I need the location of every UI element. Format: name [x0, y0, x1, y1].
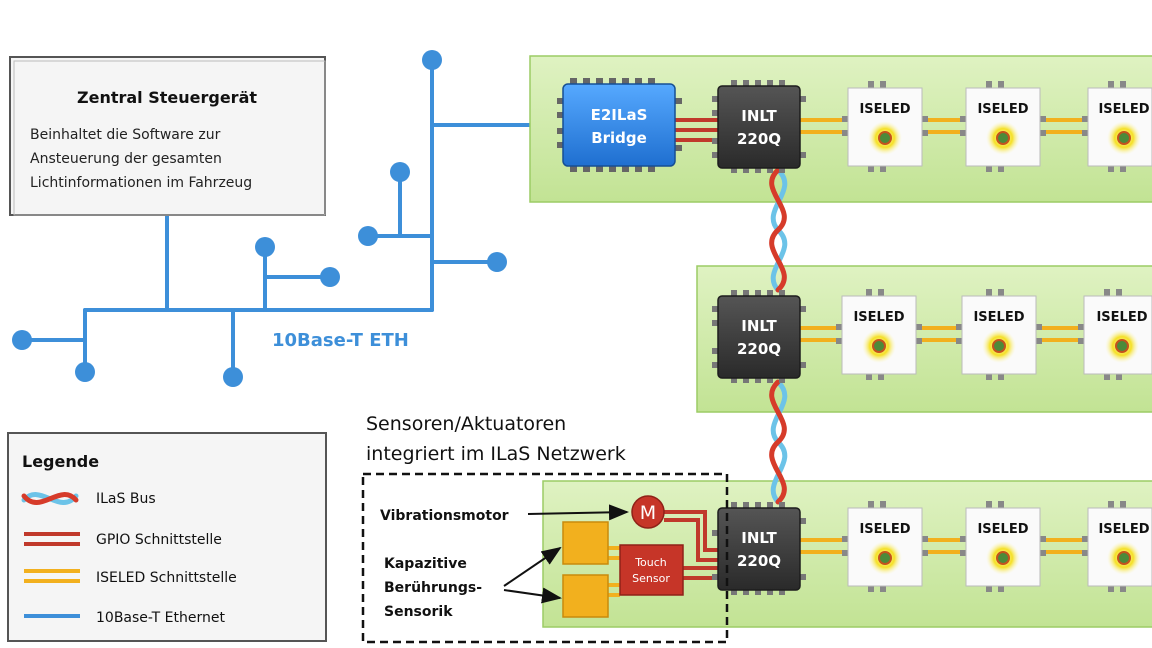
capacitive-label: Berührungs-	[384, 580, 482, 596]
inlt-controller-chip: INLT 220Q	[712, 290, 806, 383]
legend-label: GPIO Schnittstelle	[96, 532, 222, 548]
iseled-label: ISELED	[859, 102, 910, 117]
legend-label: ILaS Bus	[96, 491, 156, 507]
iseled-label: ISELED	[1098, 102, 1149, 117]
touch-label: Sensor	[632, 572, 670, 585]
iseled-module: ISELED	[836, 289, 922, 380]
iseled-module: ISELED	[1082, 501, 1152, 592]
sensor-section-title: integriert im ILaS Netzwerk	[366, 443, 626, 465]
iseled-label: ISELED	[1096, 310, 1147, 325]
capacitive-label: Kapazitive	[384, 556, 467, 572]
ethernet-nodes	[12, 50, 507, 387]
ilas-bus-twisted	[769, 167, 788, 505]
legend-item-ethernet: 10Base-T Ethernet	[24, 610, 225, 626]
iseled-label: ISELED	[977, 102, 1028, 117]
arrow-to-pad	[503, 546, 562, 587]
iseled-module: ISELED	[1078, 289, 1152, 380]
capacitive-pad	[562, 521, 609, 565]
ethernet-tree	[20, 58, 572, 379]
eth-node	[75, 362, 95, 382]
inlt-controller-chip: INLT 220Q	[712, 80, 806, 173]
eth-node	[422, 50, 442, 70]
eth-node	[358, 226, 378, 246]
legend-item-gpio: GPIO Schnittstelle	[24, 532, 222, 548]
vibration-label: Vibrationsmotor	[380, 508, 509, 524]
iseled-module: ISELED	[1082, 81, 1152, 172]
capacitive-label: Sensorik	[384, 604, 453, 620]
eth-node	[223, 367, 243, 387]
central-unit-line: Beinhaltet die Software zur	[30, 127, 221, 143]
legend-item-ilas-bus: ILaS Bus	[21, 491, 156, 507]
iseled-module: ISELED	[842, 501, 928, 592]
sensor-section: Sensoren/Aktuatoren integriert im ILaS N…	[361, 413, 729, 644]
row-3: INLT 220Q ISELED ISELED ISELED	[562, 495, 1152, 618]
iseled-label: ISELED	[977, 522, 1028, 537]
central-unit-line: Lichtinformationen im Fahrzeug	[30, 175, 252, 191]
legend-label: 10Base-T Ethernet	[96, 610, 225, 626]
touch-label: Touch	[634, 556, 667, 569]
legend-item-iseled: ISELED Schnittstelle	[24, 569, 237, 586]
iseled-label: ISELED	[859, 522, 910, 537]
eth-node	[487, 252, 507, 272]
controller-label: 220Q	[737, 340, 781, 358]
eth-node	[12, 330, 32, 350]
iseled-label: ISELED	[853, 310, 904, 325]
sensor-section-frame	[361, 472, 729, 644]
central-control-unit: Zentral Steuergerät Beinhaltet die Softw…	[9, 56, 326, 216]
legend-title: Legende	[22, 452, 99, 471]
legend: Legende ILaS Bus GPIO Schnittstelle ISEL…	[7, 432, 327, 642]
sensor-section-title: Sensoren/Aktuatoren	[366, 413, 566, 435]
iseled-module: ISELED	[960, 501, 1046, 592]
arrow-to-pad	[503, 587, 562, 604]
controller-label: INLT	[741, 529, 777, 547]
central-unit-title: Zentral Steuergerät	[77, 88, 257, 107]
eth-node	[390, 162, 410, 182]
capacitive-pad	[562, 574, 609, 618]
network-label: 10Base-T ETH	[272, 330, 409, 351]
iseled-label: ISELED	[973, 310, 1024, 325]
inlt-controller-chip: INLT 220Q	[712, 502, 806, 595]
iseled-module: ISELED	[842, 81, 928, 172]
row-1: E2ILaS Bridge INLT 220Q ISELED	[557, 78, 1152, 173]
eth-node	[255, 237, 275, 257]
iseled-label: ISELED	[1098, 522, 1149, 537]
legend-label: ISELED Schnittstelle	[96, 570, 237, 586]
touch-sensor-chip: Touch Sensor	[619, 544, 684, 596]
controller-label: INLT	[741, 317, 777, 335]
central-unit-line: Ansteuerung der gesamten	[30, 151, 222, 167]
controller-label: INLT	[741, 107, 777, 125]
e2ilas-bridge-chip: E2ILaS Bridge	[557, 78, 682, 172]
bridge-label: Bridge	[591, 129, 647, 147]
row-2: INLT 220Q ISELED ISELED ISELED	[712, 289, 1152, 383]
motor-symbol: M	[640, 502, 656, 524]
controller-label: 220Q	[737, 130, 781, 148]
eth-node	[320, 267, 340, 287]
iseled-module: ISELED	[956, 289, 1042, 380]
arrow-to-motor	[527, 504, 629, 521]
vibration-motor: M	[631, 495, 665, 529]
iseled-module: ISELED	[960, 81, 1046, 172]
controller-label: 220Q	[737, 552, 781, 570]
bridge-label: E2ILaS	[591, 106, 648, 124]
